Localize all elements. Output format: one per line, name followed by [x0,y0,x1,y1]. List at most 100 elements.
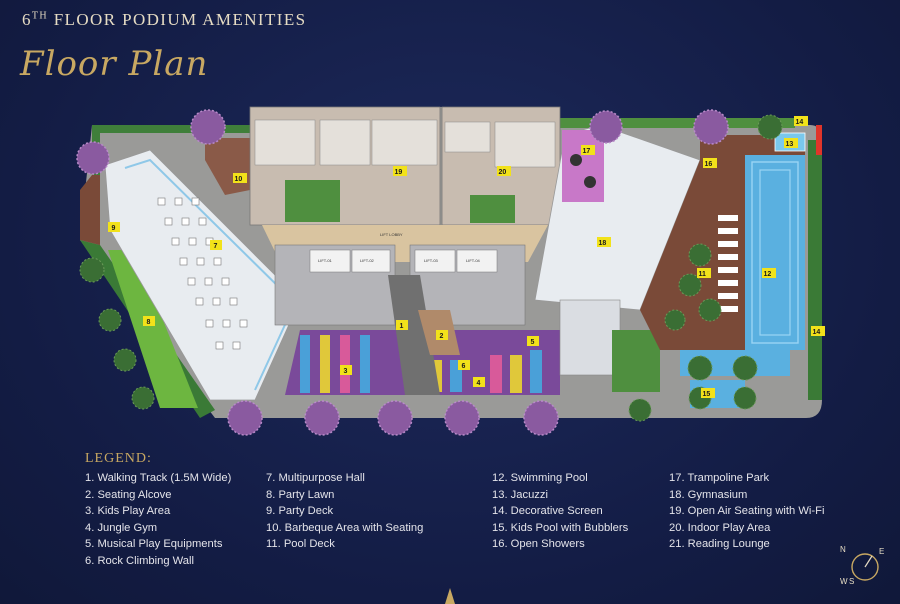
marker-text: 6 [462,363,466,370]
legend-item: 11. Pool Deck [266,538,335,551]
marker-1 [396,320,408,330]
pool-inner [751,161,799,344]
room-cell [444,121,491,153]
banquet-tables [157,197,248,350]
walking-track [388,275,440,395]
floor-plan-subtitle: Floor Plan [20,44,209,84]
legend-item: 18. Gymnasium [669,488,748,501]
lift-label: LIFT-04 [466,258,481,263]
room-cell [371,119,438,166]
decorative-screen [816,125,822,155]
legend-title: LEGEND: [85,451,152,466]
marker-text: 19 [395,169,403,176]
marker-5 [527,336,539,346]
marker-text: 17 [583,148,591,155]
marker-text: 10 [235,176,243,183]
legend-item: 9. Party Deck [266,505,334,518]
legend-item: 8. Party Lawn [266,488,335,501]
purple-trees [76,109,729,436]
right-landscape [808,140,822,400]
legend-item: 13. Jacuzzi [492,488,548,501]
legend-item: 1. Walking Track (1.5M Wide) [85,472,232,484]
compass-e: E [879,547,884,556]
legend-item: 12. Swimming Pool [492,472,588,484]
marker-18 [597,237,611,247]
marker-text: 8 [147,319,151,326]
legend-item: 5. Musical Play Equipments [85,538,223,551]
marker-6 [458,360,470,370]
gym-landscape [612,330,660,392]
lift-label: LIFT-03 [424,258,439,263]
legend-item: 6. Rock Climbing Wall [85,554,195,567]
room-cell [319,119,371,166]
hall-glazing [124,158,297,391]
marker-text: 16 [705,161,713,168]
perimeter-landscape [92,125,250,175]
gold-pointer [445,588,455,604]
marker-text: 20 [499,169,507,176]
marker-7 [210,240,222,250]
marker-text: 1 [400,323,404,330]
marker-13 [784,138,798,148]
lift-box [351,249,391,273]
compass-n: N [840,545,846,554]
plan-markers: 1 2 3 4 5 6 7 8 9 10 11 12 13 14 14 15 1… [108,116,825,398]
lift-label: LIFT-02 [360,258,375,263]
marker-text: 18 [599,240,607,247]
marker-16 [703,158,717,168]
central-landscape [285,180,340,222]
compass-w: W [840,577,848,586]
legend-column-2: 7. Multipurpose Hall 8. Party Lawn 9. Pa… [266,470,423,553]
trampoline [570,154,582,166]
marker-text: 7 [214,243,218,250]
marker-text: 12 [764,271,772,278]
legend-item: 19. Open Air Seating with Wi-Fi [669,505,825,518]
marker-15 [701,388,715,398]
marker-11 [697,268,711,278]
marker-8 [143,316,155,326]
marker-text: 11 [699,271,707,278]
legend-column-4: 17. Trampoline Park 18. Gymnasium 19. Op… [669,470,824,553]
marker-14a [794,116,808,126]
room-cell [254,119,316,166]
compass-s: S [849,577,854,586]
legend-item: 2. Seating Alcove [85,488,172,501]
legend-item: 3. Kids Play Area [85,505,171,518]
legend-item: 4. Jungle Gym [85,521,158,534]
page-title: 6TH FLOOR PODIUM AMENITIES [22,10,306,30]
marker-4 [473,377,485,387]
marker-text: 14 [796,119,804,126]
legend-item: 7. Multipurpose Hall [266,472,365,484]
room-cell [494,121,556,168]
party-lawn [108,250,198,408]
trampoline-park [562,130,604,202]
legend-item: 15. Kids Pool with Bubblers [492,521,629,534]
trampoline [584,176,596,188]
marker-text: 9 [112,225,116,232]
change-rooms [559,299,621,376]
legend-column-1: 1. Walking Track (1.5M Wide) 2. Seating … [85,470,231,570]
marker-text: 4 [477,380,481,387]
marker-14b [811,326,825,336]
marker-text: 14 [813,329,821,336]
marker-19 [393,166,407,176]
lift-label: LIFT-01 [318,258,333,263]
marker-3 [340,365,352,375]
marker-text: 2 [440,333,444,340]
floor-number: 6 [22,10,32,29]
lift-box [414,249,456,273]
floor-suffix: TH [31,10,49,22]
legend-column-3: 12. Swimming Pool 13. Jacuzzi 14. Decora… [492,470,628,553]
legend-item: 16. Open Showers [492,538,585,551]
marker-12 [762,268,776,278]
pool-inner [759,169,791,336]
marker-text: 3 [344,368,348,375]
party-deck [80,175,100,245]
legend-item: 21. Reading Lounge [669,538,770,551]
lift-box [309,249,351,273]
marker-text: 13 [786,141,794,148]
green-trees [79,114,783,422]
marker-text: 5 [531,339,535,346]
legend-item: 10. Barbeque Area with Seating [266,521,424,534]
